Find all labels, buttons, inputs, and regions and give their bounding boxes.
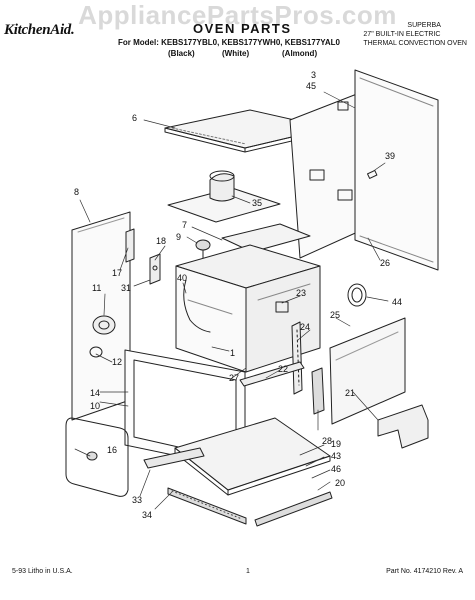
callout-1: 1: [230, 348, 235, 358]
callout-40: 40: [177, 273, 187, 283]
brand-logo: KitchenAid.: [4, 22, 75, 38]
part-7-bracket-plate: [221, 223, 311, 253]
callout-10: 10: [90, 401, 100, 411]
callout-11: 11: [92, 283, 101, 293]
part-24-hinge-rail: [291, 321, 303, 395]
callout-35: 35: [252, 198, 262, 208]
callout-39: 39: [385, 151, 395, 161]
callout-16: 16: [107, 445, 117, 455]
part-40-element: [183, 279, 211, 333]
callout-21: 21: [345, 388, 355, 398]
watermark: AppliancePartsPros.com: [78, 0, 397, 30]
callout-19: 19: [331, 439, 341, 449]
part-12-bulb: [89, 346, 103, 358]
page-title: OVEN PARTS: [193, 21, 292, 36]
part-3-back-cover: [354, 69, 439, 271]
callout-25: 25: [330, 310, 340, 320]
part-25-door-panel: [329, 317, 406, 425]
part-22-trim: [239, 361, 305, 387]
part-21-bracket: [377, 404, 429, 449]
callout-44: 44: [392, 297, 402, 307]
product-description: SUPERBA 27" BUILT-IN ELECTRIC THERMAL CO…: [363, 21, 467, 48]
callout-33: 33: [132, 495, 142, 505]
part-39-clip: [367, 169, 378, 179]
callout-28: 28: [322, 436, 332, 446]
callout-14: 14: [90, 388, 100, 398]
leader-lines: [74, 91, 389, 510]
callout-22: 22: [278, 364, 288, 374]
callout-12: 12: [112, 357, 122, 367]
callout-3: 3: [311, 70, 316, 80]
part-35-duct: [167, 170, 281, 223]
callout-26: 26: [380, 258, 390, 268]
footer-litho: 5-93 Litho in U.S.A.: [12, 568, 73, 575]
callout-27: 27: [229, 373, 239, 383]
footer-page-number: 1: [246, 568, 250, 575]
part-28-latch: [311, 367, 325, 415]
part-16-handle: [65, 417, 129, 497]
part-11-light-socket: [92, 315, 116, 335]
callout-6: 6: [132, 113, 137, 123]
part-20-base-rail: [254, 491, 333, 527]
part-34-base-rail: [167, 487, 247, 525]
color-black: (Black): [168, 49, 195, 58]
callout-23: 23: [296, 288, 306, 298]
callout-31: 31: [121, 283, 131, 293]
description-line: THERMAL CONVECTION OVEN: [363, 40, 467, 47]
callout-18: 18: [156, 236, 166, 246]
callout-46: 46: [331, 464, 341, 474]
part-18-bracket: [149, 253, 161, 285]
part-17-bracket: [125, 228, 135, 263]
footer-part-number: Part No. 4174210 Rev. A: [386, 568, 463, 575]
model-line: For Model: KEBS177YBL0, KEBS177YWH0, KEB…: [118, 38, 340, 47]
callout-labels: 3 45 6 39 8 35 7 9 18 17 31 40 26 44 11 …: [74, 70, 402, 520]
callout-43: 43: [331, 451, 341, 461]
description-line: 27" BUILT-IN ELECTRIC: [363, 31, 441, 38]
callout-8: 8: [74, 187, 79, 197]
part-23-bracket: [275, 301, 289, 313]
callout-17: 17: [112, 268, 122, 278]
part-10-bottom-panel: [174, 417, 331, 496]
oven-cavity: [175, 244, 321, 373]
callout-20: 20: [335, 478, 345, 488]
color-white: (White): [222, 49, 250, 58]
callout-34: 34: [142, 510, 152, 520]
callout-24: 24: [300, 322, 310, 332]
part-33-bottom-bracket: [143, 447, 205, 469]
description-line: SUPERBA: [407, 22, 441, 29]
color-almond: (Almond): [282, 49, 318, 58]
callout-9: 9: [176, 232, 181, 242]
callout-45: 45: [306, 81, 316, 91]
callout-7: 7: [182, 220, 187, 230]
part-44-fan-gasket: [347, 283, 367, 307]
